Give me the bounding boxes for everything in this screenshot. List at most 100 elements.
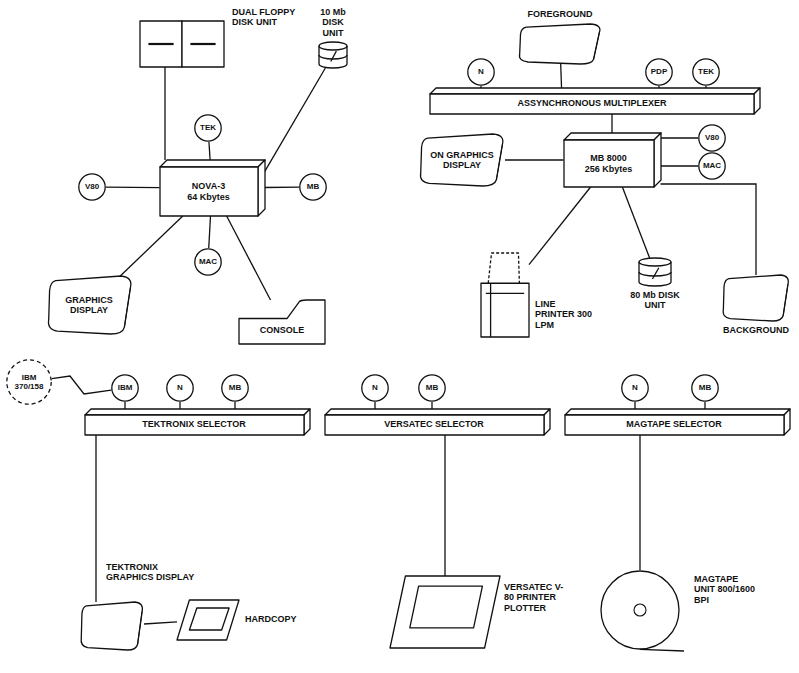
outline-stroke	[692, 375, 718, 401]
connector-line	[374, 402, 375, 409]
outline-stroke	[177, 600, 239, 640]
graphics-terminal: GRAPHICS DISPLAY	[47, 276, 133, 334]
outline-stroke	[325, 415, 544, 435]
outline-stroke	[319, 46, 347, 50]
outline-stroke	[654, 133, 661, 187]
outline-stroke	[634, 604, 646, 616]
outline-stroke	[496, 144, 502, 179]
outline-stroke	[622, 375, 648, 401]
terminal-outline	[518, 24, 602, 64]
outline-stroke	[239, 300, 325, 344]
outline-stroke	[430, 94, 754, 114]
hardcopy-outline	[177, 600, 239, 640]
device-circle: MB	[299, 173, 327, 201]
outline-stroke	[468, 59, 494, 85]
outline-stroke	[481, 283, 529, 337]
outline-stroke	[490, 283, 491, 337]
node-label: BACKGROUND	[718, 325, 794, 335]
device-circle: TEK	[194, 114, 222, 142]
graphics-terminal: ON GRAPHICS DISPLAY	[419, 134, 505, 186]
outline-stroke	[519, 24, 599, 64]
outline-stroke	[79, 174, 105, 200]
node-label: TEKTRONIX GRAPHICS DISPLAY	[106, 562, 196, 583]
connector-line	[120, 216, 183, 276]
outline-stroke	[639, 262, 671, 266]
terminal-outline	[80, 602, 144, 650]
connector-line	[144, 622, 177, 624]
connector-line	[106, 186, 160, 188]
connector-line	[704, 402, 705, 409]
outline-stroke	[784, 409, 790, 435]
node-label: MAGTAPE UNIT 800/1600 BPI	[694, 574, 758, 605]
node-label: TEK	[200, 123, 216, 132]
outline-stroke	[783, 284, 788, 315]
printer-outline	[481, 253, 529, 337]
floppy-disk-unit: DUAL FLOPPY DISK UNIT	[140, 21, 224, 67]
node-label: MB 8000	[590, 153, 627, 163]
node-label: IBM	[118, 383, 133, 392]
graphics-terminal: TEKTRONIX GRAPHICS DISPLAY	[80, 602, 144, 650]
device-circle: MB	[221, 374, 249, 402]
magtape-unit: MAGTAPE UNIT 800/1600 BPI	[600, 570, 680, 650]
node-label: N	[632, 383, 638, 392]
outline-stroke	[138, 612, 142, 645]
outline-stroke	[564, 133, 661, 140]
node-label: N	[372, 383, 378, 392]
multiplexer-band: ASSYNCHRONOUS MULTIPLEXER	[430, 88, 760, 114]
outline-stroke	[222, 375, 248, 401]
node-label: 10 Mb DISK UNIT	[311, 7, 355, 38]
outline-stroke	[693, 59, 719, 85]
connector-line	[622, 187, 649, 258]
console-terminal: CONSOLE	[239, 300, 325, 344]
outline-stroke	[488, 253, 519, 283]
outline-stroke	[124, 288, 130, 327]
foreground-terminal: FOREGROUND	[518, 24, 602, 64]
outline-stroke	[699, 153, 725, 179]
outline-stroke	[723, 275, 788, 321]
node-label: V80	[705, 133, 719, 142]
outline-stroke	[565, 409, 790, 415]
outline-stroke	[190, 43, 215, 45]
outline-stroke	[699, 125, 725, 151]
device-circle: MB	[418, 374, 446, 402]
connector-line	[661, 184, 757, 275]
node-label: V80	[85, 182, 99, 191]
outline-stroke	[140, 21, 182, 67]
floppy-outline	[140, 21, 224, 67]
connector-line	[661, 165, 699, 166]
outline-stroke	[304, 409, 310, 435]
outline-stroke	[160, 167, 258, 216]
outline-stroke	[319, 42, 347, 68]
outline-stroke	[48, 276, 130, 334]
printer-plotter: VERSATEC V-80 PRINTER PLOTTER	[390, 576, 500, 648]
node-label: MB	[426, 383, 438, 392]
connector-line	[529, 187, 591, 265]
node-label: DUAL FLOPPY DISK UNIT	[232, 7, 304, 28]
outline-stroke	[430, 88, 760, 94]
outline-stroke	[85, 415, 304, 435]
connector-line	[505, 159, 564, 160]
node-label: 80 Mb DISK UNIT	[625, 290, 685, 311]
device-circle: PDP	[645, 58, 673, 86]
device-circle: N	[621, 374, 649, 402]
connector-line	[124, 402, 125, 409]
outline-stroke	[754, 88, 760, 114]
console-outline	[239, 300, 325, 344]
node-label: NOVA-3	[192, 181, 225, 191]
node-label: GRAPHICS DISPLAY	[58, 295, 120, 316]
node-label: TEK	[698, 67, 714, 76]
disk-unit: 80 Mb DISK UNIT	[639, 258, 671, 286]
outline-stroke	[331, 51, 337, 61]
device-circle: TEK	[692, 58, 720, 86]
node-label: VERSATEC V-80 PRINTER PLOTTER	[504, 582, 568, 613]
disk-outline	[319, 42, 347, 68]
outline-stroke	[189, 608, 229, 630]
node-label: PDP	[651, 67, 667, 76]
connector-line	[444, 435, 445, 576]
outline-stroke	[601, 571, 679, 649]
outline-stroke	[85, 409, 310, 415]
outline-stroke	[325, 409, 550, 415]
background-terminal: BACKGROUND	[722, 275, 790, 321]
tape-outline	[600, 570, 680, 650]
